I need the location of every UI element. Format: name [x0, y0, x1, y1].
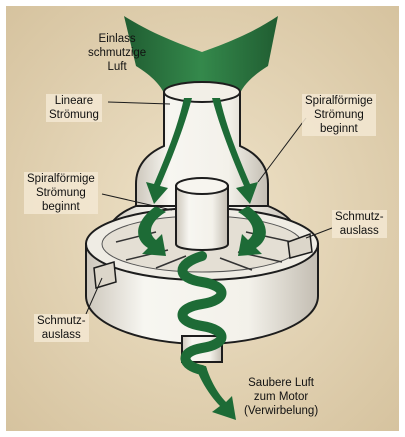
label-dirt-outlet-left: Schmutz- auslass [34, 314, 89, 342]
neck-rim [164, 82, 240, 102]
vortex-finder-tube [176, 186, 228, 250]
label-spiral-start-right: Spiralförmige Strömung beginnt [302, 94, 376, 136]
vortex-finder-rim [176, 178, 228, 194]
label-dirt-outlet-right: Schmutz- auslass [332, 210, 387, 238]
label-spiral-start-left: Spiralförmige Strömung beginnt [24, 172, 98, 214]
diagram-panel: Einlass schmutzige Luft Lineare Strömung… [6, 6, 399, 431]
label-linear-flow: Lineare Strömung [46, 94, 102, 122]
label-clean-air: Saubere Luft zum Motor (Verwirbelung) [244, 376, 318, 418]
label-inlet: Einlass schmutzige Luft [88, 32, 146, 74]
